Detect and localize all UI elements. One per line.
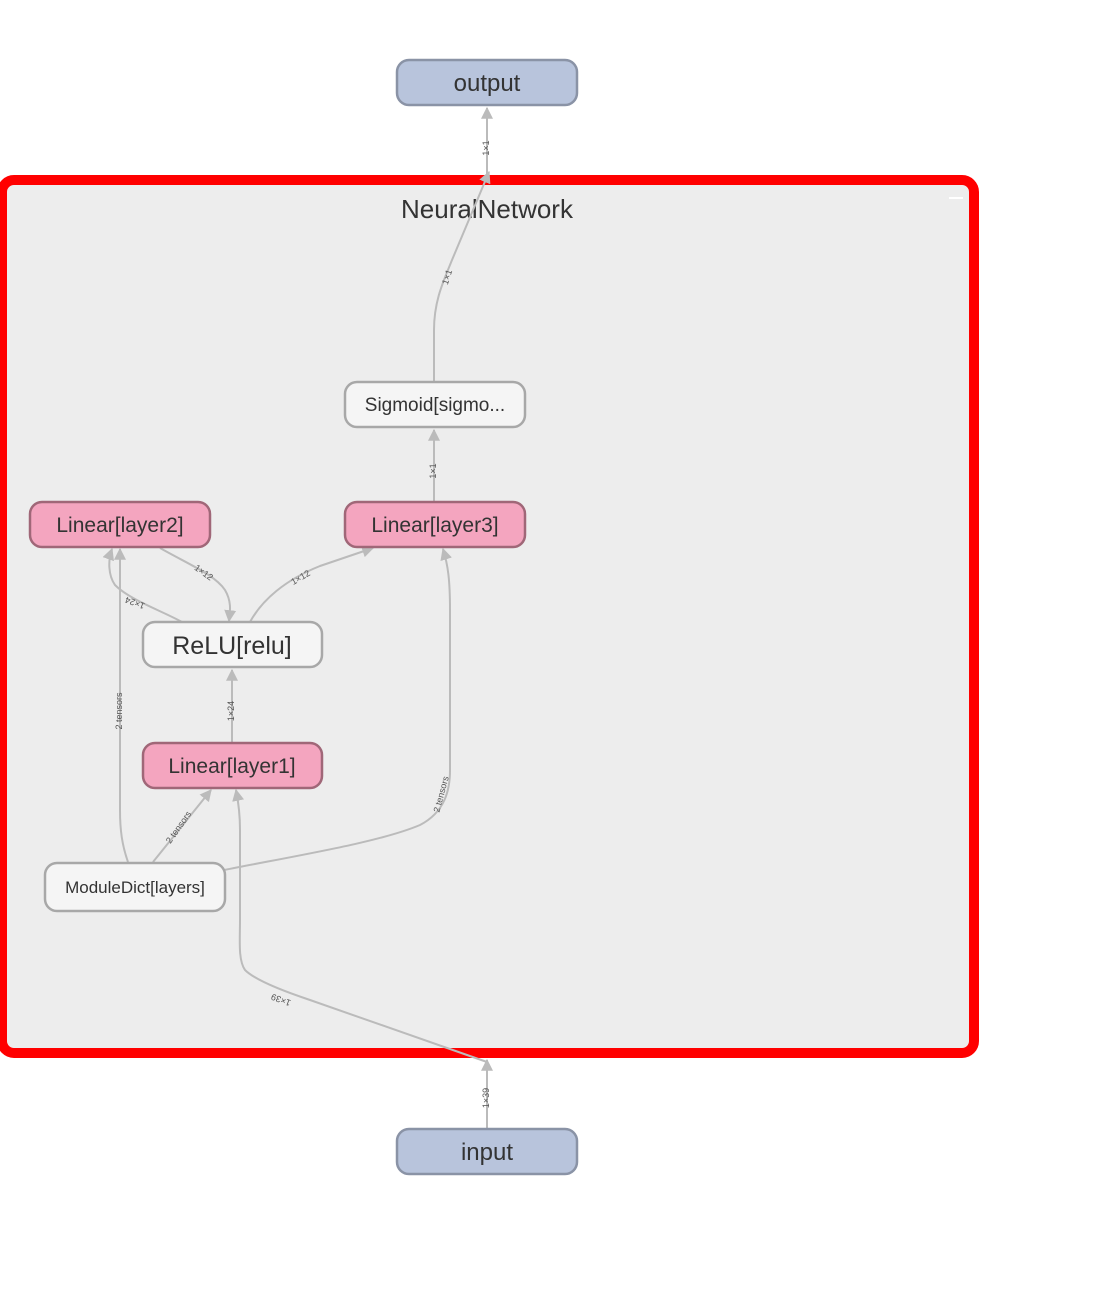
node-layer3-label: Linear[layer3] [371,514,498,537]
node-layer1-label: Linear[layer1] [168,755,295,778]
node-relu-label: ReLU[relu] [172,632,292,660]
edge-label-l3-to-sigmoid: 1×1 [428,463,438,478]
edge-label-to-container-top: 1×1 [440,268,454,286]
node-moduledict[interactable]: ModuleDict[layers] [43,861,227,913]
edge-moduledict-to-layer3 [223,547,452,871]
edge-label-md-to-l2: 2 tensors [114,692,124,730]
edge-relu-back-to-layer2 [102,547,183,623]
edge-relu-to-layer2 [159,547,237,623]
node-sigmoid-label: Sigmoid[sigmo... [365,395,505,416]
node-output-label: output [454,70,521,97]
collapse-toggle-icon[interactable] [949,197,963,199]
node-layer3[interactable]: Linear[layer3] [343,500,527,549]
edge-input-to-layer1 [232,788,488,1063]
node-layer2-label: Linear[layer2] [56,514,183,537]
node-input[interactable]: input [395,1127,579,1176]
node-relu[interactable]: ReLU[relu] [141,620,324,669]
edge-moduledict-to-layer2 [114,547,129,863]
node-layer2[interactable]: Linear[layer2] [28,500,212,549]
edge-label-l1-to-relu: 1×24 [226,701,236,721]
container-border [0,175,979,1058]
node-moduledict-label: ModuleDict[layers] [65,878,205,897]
node-sigmoid[interactable]: Sigmoid[sigmo... [343,380,527,429]
edge-sigmoid-to-container-top [433,170,491,381]
edge-moduledict-to-layer1 [152,789,212,863]
edge-label-input-in: 1×39 [481,1088,491,1108]
neuralnetwork-container[interactable]: NeuralNetwork [0,175,979,1058]
node-input-label: input [461,1139,513,1166]
edge-label-out-top: 1×1 [481,140,491,155]
node-layer1[interactable]: Linear[layer1] [141,741,324,790]
container-title: NeuralNetwork [401,194,574,224]
node-output[interactable]: output [395,58,579,107]
edge-relu-to-layer3 [249,545,375,623]
